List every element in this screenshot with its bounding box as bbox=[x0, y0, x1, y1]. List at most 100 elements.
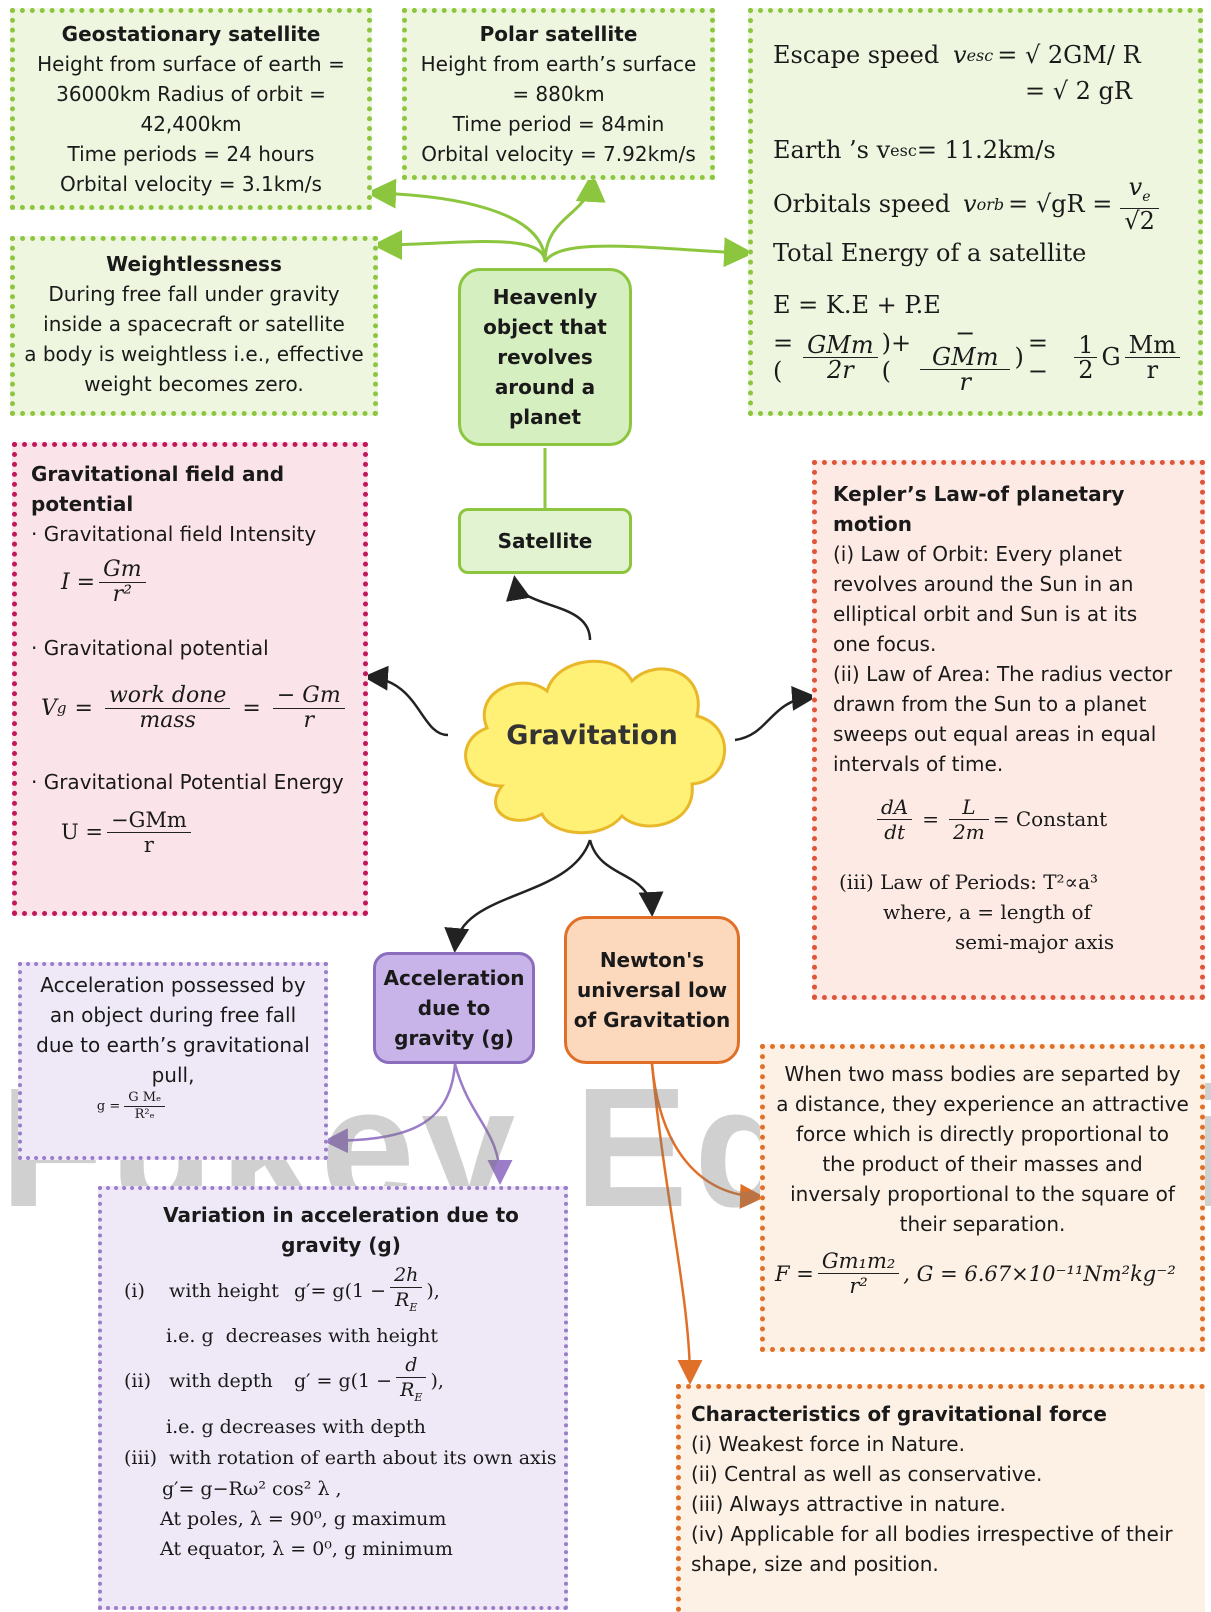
energy-b-num: − GMm bbox=[919, 321, 1011, 370]
arrow-to-accel bbox=[444, 839, 592, 953]
field-title: potential bbox=[31, 492, 134, 516]
geostationary-line: Orbital velocity = 3.1km/s bbox=[60, 172, 322, 196]
kepler-l-num: L bbox=[949, 795, 989, 820]
gravitation-cloud bbox=[464, 659, 726, 835]
energy-mm-den: r bbox=[1146, 355, 1159, 384]
vorb-rhs: = √gR = bbox=[1008, 190, 1113, 218]
newton-f-lhs: F = bbox=[775, 1261, 814, 1286]
polar-line: Height from earth’s surface bbox=[420, 52, 697, 76]
vorb-sub: orb bbox=[976, 194, 1005, 214]
variation-depth-den: R bbox=[400, 1378, 415, 1401]
acceleration-line: Acceleration bbox=[383, 966, 525, 990]
newton-def-line: force which is directly proportional to bbox=[795, 1122, 1170, 1146]
heavenly-line: object that bbox=[483, 315, 607, 339]
field-potential-label: · Gravitational potential bbox=[31, 636, 269, 660]
variation-height-close: ), bbox=[426, 1280, 440, 1302]
earth-vesc-sub: esc bbox=[890, 140, 917, 160]
newton-def-line: When two mass bodies are separted by bbox=[784, 1062, 1181, 1086]
kepler-title: Kepler’s Law-of planetary bbox=[833, 482, 1125, 506]
energy-c: = − bbox=[1027, 329, 1048, 385]
pe-den: r bbox=[143, 832, 154, 857]
kepler-line: elliptical orbit and Sun is at its bbox=[833, 602, 1138, 626]
newton-node: Newton's universal low of Gravitation bbox=[564, 916, 740, 1064]
geostationary-title: Geostationary satellite bbox=[61, 22, 321, 46]
heavenly-line: revolves bbox=[497, 345, 593, 369]
newton-f-den: r² bbox=[849, 1274, 868, 1298]
newton-def-line: inversaly proportional to the square of bbox=[790, 1182, 1175, 1206]
acceleration-node: Acceleration due to gravity (g) bbox=[373, 952, 535, 1064]
kepler-line: sweeps out equal areas in equal bbox=[833, 722, 1157, 746]
characteristics-line: (iv) Applicable for all bodies irrespect… bbox=[691, 1522, 1173, 1546]
kepler-line: intervals of time. bbox=[833, 752, 1004, 776]
arrow-to-accel-def bbox=[323, 1063, 457, 1154]
kepler-where: semi-major axis bbox=[955, 930, 1115, 954]
newton-line: of Gravitation bbox=[573, 1008, 731, 1032]
kepler-line: (ii) Law of Area: The radius vector bbox=[833, 662, 1173, 686]
potential-sub: g bbox=[56, 699, 67, 717]
pe-lhs: U = bbox=[61, 820, 103, 844]
geostationary-line: 36000km Radius of orbit = bbox=[56, 82, 326, 106]
polar-line: Orbital velocity = 7.92km/s bbox=[421, 142, 696, 166]
characteristics-line: shape, size and position. bbox=[691, 1552, 939, 1576]
potential-den: mass bbox=[139, 707, 196, 733]
arrow-to-newton-def bbox=[650, 1063, 765, 1209]
variation-box: Variation in acceleration due to gravity… bbox=[98, 1186, 568, 1610]
energy-g: G bbox=[1101, 343, 1121, 371]
geostationary-line: Height from surface of earth = bbox=[37, 52, 345, 76]
heavenly-object-node: Heavenly object that revolves around a p… bbox=[458, 268, 632, 446]
kepler-where: where, a = length of bbox=[883, 900, 1091, 924]
arrow-to-weightless bbox=[372, 229, 547, 263]
kepler-title: motion bbox=[833, 512, 912, 536]
acceleration-line: gravity (g) bbox=[394, 1026, 514, 1050]
weightlessness-line: inside a spacecraft or satellite bbox=[43, 312, 345, 336]
characteristics-line: (ii) Central as well as conservative. bbox=[691, 1462, 1043, 1486]
kepler-line: drawn from the Sun to a planet bbox=[833, 692, 1147, 716]
variation-height-note: i.e. g decreases with height bbox=[166, 1325, 439, 1347]
variation-title: gravity (g) bbox=[281, 1233, 401, 1257]
energy-a-num: GMm bbox=[803, 333, 878, 358]
polar-title: Polar satellite bbox=[479, 22, 638, 46]
geostationary-line: Time periods = 24 hours bbox=[67, 142, 315, 166]
accel-g-lhs: g = bbox=[96, 1099, 121, 1114]
weightlessness-line: During free fall under gravity bbox=[48, 282, 340, 306]
variation-poles: At poles, λ = 90⁰, g maximum bbox=[160, 1508, 447, 1530]
newton-f-rhs: , G = 6.67×10⁻¹¹Nm²kg⁻² bbox=[903, 1261, 1176, 1286]
satellite-node: Satellite bbox=[458, 508, 632, 574]
weightlessness-line: weight becomes zero. bbox=[84, 372, 304, 396]
potential-lhs: V bbox=[41, 695, 57, 721]
energy-half-den: 2 bbox=[1078, 355, 1094, 384]
kepler-box: Kepler’s Law-of planetary motion (i) Law… bbox=[812, 460, 1205, 1000]
arrow-to-newton bbox=[588, 839, 664, 917]
earth-vesc-value: = 11.2km/s bbox=[916, 136, 1056, 164]
newton-def-line: a distance, they experience an attractiv… bbox=[776, 1092, 1189, 1116]
heavenly-line: around a bbox=[494, 375, 596, 399]
variation-depth-num: d bbox=[396, 1353, 427, 1378]
arrow-to-variation bbox=[453, 1063, 513, 1185]
energy-half-num: 1 bbox=[1074, 333, 1098, 358]
field-title: Gravitational field and bbox=[31, 462, 285, 486]
accel-def-line: pull, bbox=[151, 1063, 195, 1087]
characteristics-line: (i) Weakest force in Nature. bbox=[691, 1432, 965, 1456]
newton-definition-box: When two mass bodies are separted by a d… bbox=[760, 1044, 1205, 1352]
kepler-constant: = Constant bbox=[992, 807, 1108, 831]
characteristics-line: (iii) Always attractive in nature. bbox=[691, 1492, 1006, 1516]
geostationary-box: Geostationary satellite Height from surf… bbox=[10, 8, 372, 210]
variation-depth-eq: g′ = g(1 − bbox=[294, 1370, 393, 1392]
characteristics-box: Characteristics of gravitational force (… bbox=[676, 1384, 1205, 1612]
intensity-den: r² bbox=[112, 581, 133, 607]
variation-depth-label: (ii) with depth bbox=[124, 1370, 273, 1392]
energy-equation: E = K.E + P.E bbox=[773, 291, 941, 319]
gravitation-label: Gravitation bbox=[506, 720, 678, 751]
variation-equator: At equator, λ = 0⁰, g minimum bbox=[160, 1538, 453, 1560]
arrow-to-geostationary bbox=[366, 178, 547, 263]
variation-rotation-label: (iii) with rotation of earth about its o… bbox=[124, 1447, 557, 1469]
kepler-l-den: 2m bbox=[953, 819, 985, 844]
weightlessness-box: Weightlessness During free fall under gr… bbox=[10, 236, 378, 416]
kepler-line: revolves around the Sun in an bbox=[833, 572, 1134, 596]
kepler-line: one focus. bbox=[833, 632, 937, 656]
newton-line: universal low bbox=[576, 978, 728, 1002]
polar-box: Polar satellite Height from earth’s surf… bbox=[402, 8, 715, 180]
newton-def-line: their separation. bbox=[899, 1212, 1066, 1236]
